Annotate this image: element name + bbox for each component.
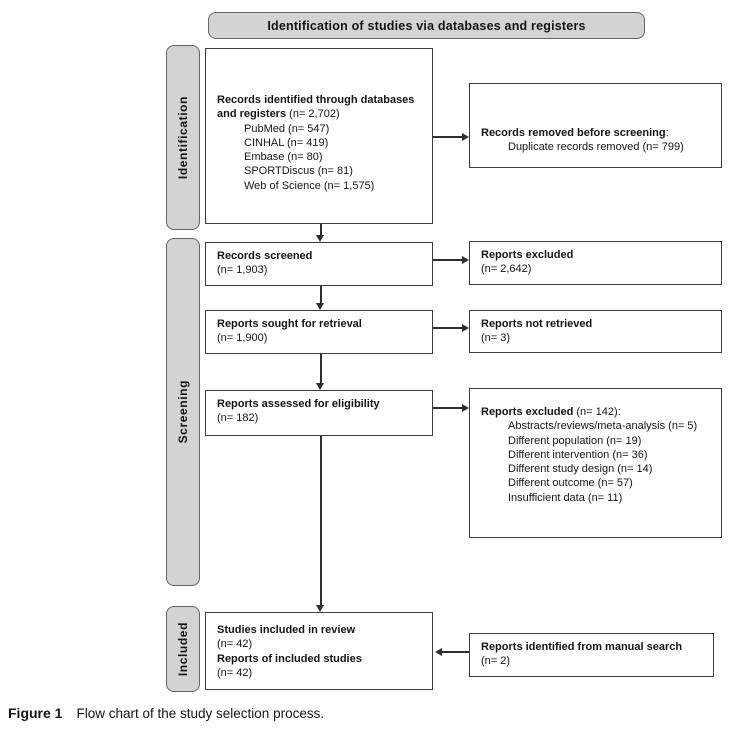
arrow-head-screened-to-sought	[316, 303, 324, 310]
box-reports-sought: Reports sought for retrieval (n= 1,900)	[205, 310, 433, 354]
reason-item: Different intervention (n= 36)	[508, 448, 648, 461]
box-title-suffix: :	[665, 127, 669, 139]
box-title: Reports not retrieved	[481, 318, 593, 330]
reason-item: Different study design (n= 14)	[508, 463, 653, 476]
arrow-line-identified-to-removed	[433, 136, 463, 138]
box-title-2: Reports of included studies	[217, 652, 362, 665]
reason-item: Different outcome (n= 57)	[508, 477, 633, 490]
reason-item: Different population (n= 19)	[508, 434, 642, 447]
stage-screening-label: Screening	[176, 380, 190, 444]
diagram-header-label: Identification of studies via databases …	[267, 18, 586, 33]
arrow-line-manual-to-included	[442, 651, 469, 653]
arrow-line-screened-to-sought	[320, 286, 322, 303]
database-item: Web of Science (n= 1,575)	[244, 179, 375, 192]
box-count: (n= 1,903)	[217, 264, 268, 277]
box-title: Reports assessed for eligibility	[217, 398, 380, 410]
box-reports-excluded-reasons-heading: Reports excluded (n= 142):	[481, 405, 713, 419]
box-records-removed-heading: Records removed before screening:	[481, 126, 713, 140]
box-count: (n= 1,900)	[217, 332, 268, 345]
reason-item: Insufficient data (n= 11)	[508, 491, 623, 504]
stage-identification-label: Identification	[176, 95, 190, 180]
box-count: (n= 3)	[481, 332, 511, 345]
stage-screening: Screening	[166, 238, 200, 586]
box-count: (n= 182)	[217, 412, 259, 425]
box-title: Reports excluded	[481, 406, 574, 418]
arrow-head-assessed-to-excluded-reasons	[462, 404, 469, 412]
database-item: PubMed (n= 547)	[244, 122, 330, 135]
box-reports-assessed: Reports assessed for eligibility (n= 182…	[205, 390, 433, 436]
database-item: CINHAL (n= 419)	[244, 136, 329, 149]
arrow-head-sought-to-assessed	[316, 383, 324, 390]
box-count: (n= 42)	[217, 638, 253, 651]
box-title: Studies included in review	[217, 624, 356, 636]
box-title-suffix: (n= 142):	[573, 406, 621, 418]
arrow-line-sought-to-assessed	[320, 354, 322, 383]
box-title: Reports sought for retrieval	[217, 318, 362, 330]
reason-item: Abstracts/reviews/meta-analysis (n= 5)	[508, 420, 698, 433]
box-count: (n= 2)	[481, 655, 511, 668]
figure-caption: Figure 1 Flow chart of the study selecti…	[8, 705, 324, 721]
database-item: SPORTDiscus (n= 81)	[244, 165, 353, 178]
box-studies-included: Studies included in review (n= 42) Repor…	[205, 612, 433, 690]
box-title: Records removed before screening	[481, 127, 666, 139]
arrow-head-manual-to-included	[435, 648, 442, 656]
arrow-line-screened-to-excluded	[433, 259, 463, 261]
figure-caption-label: Figure 1	[8, 705, 63, 721]
arrow-head-identified-to-screened	[316, 235, 324, 242]
box-records-identified-heading: Records identified through databases and…	[217, 93, 424, 122]
stage-identification: Identification	[166, 45, 200, 230]
arrow-line-assessed-to-excluded-reasons	[433, 407, 463, 409]
box-records-removed: Records removed before screening: Duplic…	[469, 83, 722, 168]
arrow-head-screened-to-excluded	[462, 256, 469, 264]
diagram-header: Identification of studies via databases …	[208, 12, 645, 39]
box-count: (n= 2,702)	[289, 108, 340, 121]
box-reports-excluded: Reports excluded (n= 2,642)	[469, 241, 722, 285]
box-title: Records identified through databases and…	[217, 94, 415, 121]
arrow-head-assessed-to-included	[316, 605, 324, 612]
box-title: Reports identified from manual search	[481, 641, 683, 653]
box-records-identified: Records identified through databases and…	[205, 48, 433, 224]
arrow-line-assessed-to-included	[320, 436, 322, 605]
box-count-2: (n= 42)	[217, 666, 253, 679]
reason-item: Duplicate records removed (n= 799)	[508, 141, 684, 154]
box-reports-excluded-reasons: Reports excluded (n= 142): Abstracts/rev…	[469, 388, 722, 538]
box-count: (n= 2,642)	[481, 263, 532, 276]
figure-caption-text: Flow chart of the study selection proces…	[76, 706, 325, 721]
box-reports-not-retrieved: Reports not retrieved (n= 3)	[469, 310, 722, 353]
stage-included-label: Included	[176, 621, 190, 677]
arrow-head-identified-to-removed	[462, 133, 469, 141]
box-title: Records screened	[217, 250, 313, 262]
database-item: Embase (n= 80)	[244, 151, 323, 164]
arrow-line-sought-to-not-retrieved	[433, 327, 463, 329]
box-title: Reports excluded	[481, 249, 574, 261]
arrow-line-identified-to-screened	[320, 224, 322, 235]
arrow-head-sought-to-not-retrieved	[462, 324, 469, 332]
box-records-screened: Records screened (n= 1,903)	[205, 242, 433, 286]
stage-included: Included	[166, 606, 200, 692]
box-manual-search: Reports identified from manual search (n…	[469, 633, 714, 677]
